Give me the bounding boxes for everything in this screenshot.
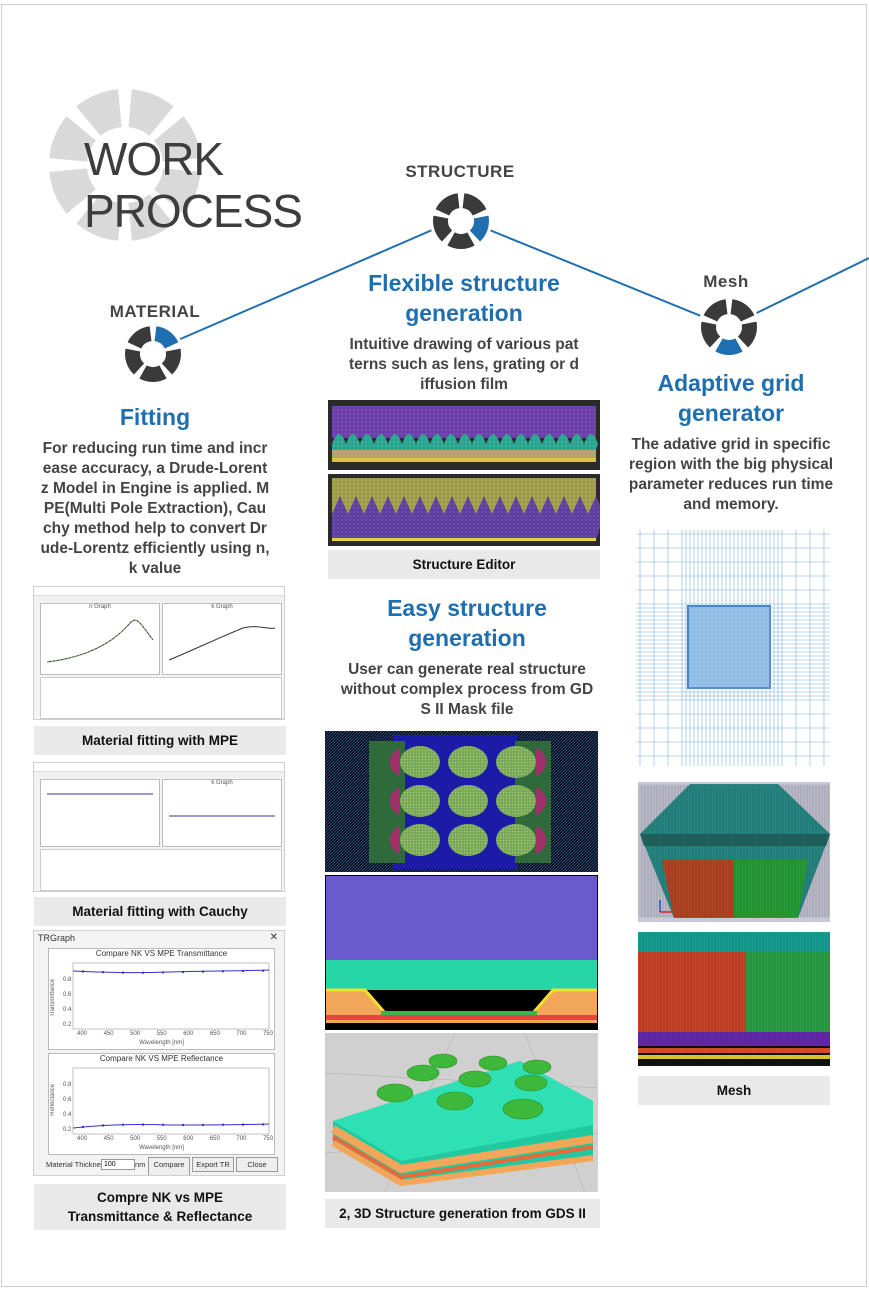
structure-step-icon [430, 190, 492, 252]
trgraph-window: TRGraph ✕ Compare NK VS MPE Transmittanc… [33, 930, 285, 1176]
caption-cauchy: Material fitting with Cauchy [34, 897, 286, 926]
reflectance-plot: Compare NK VS MPE Reflectance Reflectanc… [48, 1053, 275, 1155]
structure-label: STRUCTURE [405, 162, 515, 181]
page-frame [1, 4, 867, 1287]
export-tr-button[interactable]: Export TR [192, 1157, 234, 1172]
mesh-label: Mesh [703, 272, 749, 291]
material-label: MATERIAL [109, 302, 201, 321]
mesh-step-icon [698, 296, 760, 358]
cauchy-k-graph: k Graph [162, 779, 282, 847]
mpe-n-graph: n Graph [40, 603, 160, 675]
process-line [154, 216, 869, 351]
mpe-fitting-screenshot: n Graph k Graph [33, 586, 285, 720]
trgraph-close-icon[interactable]: ✕ [269, 932, 278, 943]
material-title: Fitting [119, 404, 191, 430]
mesh-cross-section-image [638, 932, 830, 1066]
cauchy-fitting-screenshot: k Graph [33, 762, 285, 892]
compare-tr-button[interactable]: Compare TR [148, 1157, 190, 1175]
gds-3d-structure-image [325, 1033, 598, 1192]
adaptive-grid-image [636, 530, 830, 766]
work-title-line1: WORK [84, 133, 224, 185]
thickness-unit: nm [135, 1160, 146, 1169]
caption-structure-editor: Structure Editor [328, 550, 600, 579]
caption-mesh: Mesh [638, 1076, 830, 1105]
thickness-input[interactable] [101, 1159, 135, 1170]
structure-editor-lens-image [328, 400, 600, 470]
work-title-line2: PROCESS [84, 185, 303, 237]
gds-2d-cross-section-image [325, 875, 598, 1030]
caption-gds: 2, 3D Structure generation from GDS II [325, 1199, 600, 1228]
gds-mask-image [325, 731, 598, 872]
mesh-3d-image [638, 782, 830, 922]
close-button[interactable]: Close [236, 1157, 278, 1172]
cauchy-n-graph [40, 779, 160, 847]
trgraph-window-title: TRGraph [38, 933, 76, 943]
material-step-icon [122, 323, 184, 385]
work-process-wheel-icon [49, 89, 201, 241]
structure-editor-grating-image [328, 474, 600, 546]
mpe-k-graph: k Graph [162, 603, 282, 675]
caption-mpe: Material fitting with MPE [34, 726, 286, 755]
thickness-label: Material Thickness : [46, 1160, 113, 1169]
transmittance-plot: Compare NK VS MPE Transmittance Transmit… [48, 948, 275, 1050]
